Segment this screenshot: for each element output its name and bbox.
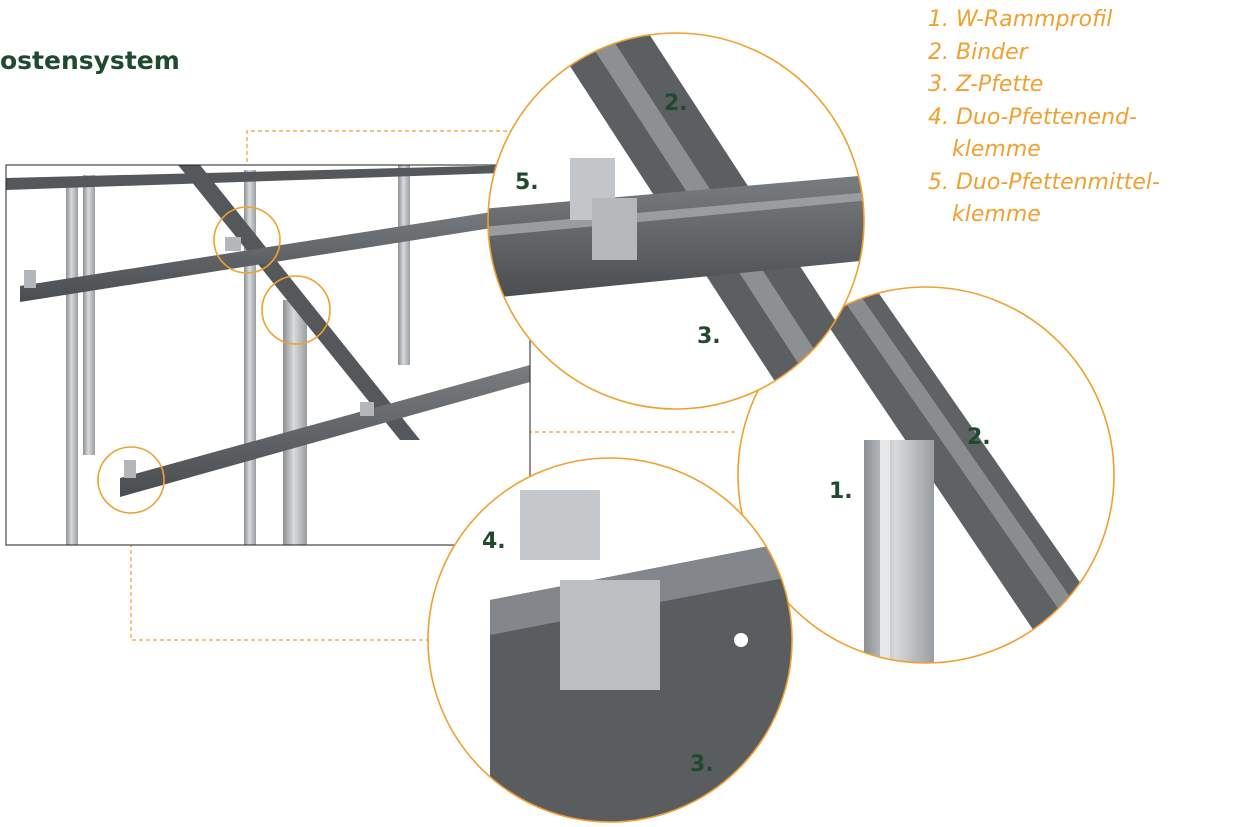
legend-item-4-text: 4. Duo-Pfettenend- bbox=[928, 104, 1137, 130]
legend-item-4-text-cont: klemme bbox=[952, 137, 1041, 162]
highlight-circles bbox=[97, 206, 331, 514]
overview-upper-purlin bbox=[20, 206, 530, 302]
legend-item-4: 4. Duo-Pfettenend- klemme bbox=[928, 102, 1160, 167]
overview-frame bbox=[5, 164, 531, 546]
label-right-1: 1. bbox=[829, 479, 853, 504]
label-bottom-4: 4. bbox=[482, 529, 506, 554]
detail-circle-top bbox=[487, 32, 865, 410]
legend-item-1: 1. W-Rammprofil bbox=[928, 4, 1160, 37]
label-top-2: 2. bbox=[664, 91, 688, 116]
legend-item-3: 3. Z-Pfette bbox=[928, 69, 1160, 102]
label-top-3: 3. bbox=[697, 324, 721, 349]
legend-item-5-text: 5. Duo-Pfettenmittel- bbox=[928, 169, 1160, 195]
label-right-2: 2. bbox=[967, 425, 991, 450]
parts-legend: 1. W-Rammprofil 2. Binder 3. Z-Pfette 4.… bbox=[928, 4, 1160, 232]
legend-item-2: 2. Binder bbox=[928, 37, 1160, 70]
legend-item-5: 5. Duo-Pfettenmittel- klemme bbox=[928, 167, 1160, 232]
legend-item-1-text: 1. W-Rammprofil bbox=[928, 7, 1113, 32]
legend-item-5-text-cont: klemme bbox=[952, 202, 1041, 227]
detail-circle-bottom bbox=[427, 457, 793, 823]
legend-item-2-text: 2. Binder bbox=[928, 39, 1028, 65]
label-bottom-3: 3. bbox=[690, 752, 714, 777]
label-top-5: 5. bbox=[515, 170, 539, 195]
legend-item-3-text: 3. Z-Pfette bbox=[928, 72, 1044, 97]
overview-binder bbox=[178, 165, 420, 440]
page-title: ostensystem bbox=[0, 46, 180, 75]
overview-lower-purlin bbox=[120, 365, 530, 497]
